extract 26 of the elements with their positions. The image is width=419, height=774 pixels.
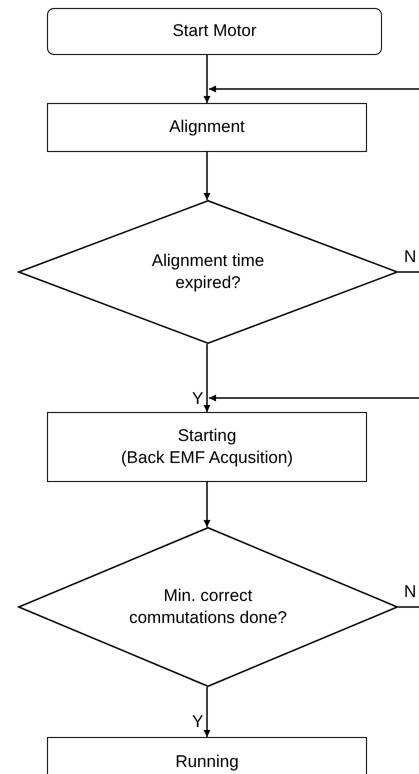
- edge-label: N: [404, 583, 416, 600]
- arrow: [204, 55, 210, 103]
- arrow: [209, 394, 419, 402]
- connector-line: [398, 271, 419, 273]
- node-text: Alignment: [169, 116, 245, 138]
- arrow: [204, 687, 210, 737]
- arrow: [204, 344, 210, 412]
- edge-label: N: [404, 248, 416, 265]
- connector-line: [398, 606, 419, 608]
- edge-label: Y: [192, 390, 204, 407]
- node-text: Start Motor: [172, 20, 257, 42]
- arrow: [204, 152, 210, 200]
- node-text: (Back EMF Acqusition): [121, 447, 293, 469]
- arrow: [204, 482, 210, 527]
- edge-label: Y: [192, 713, 204, 730]
- node-text: Min. correct commutations done?: [128, 584, 288, 629]
- node-text: Alignment time expired?: [150, 250, 266, 294]
- arrow: [209, 86, 419, 92]
- decision-diamond: [18, 527, 398, 687]
- node-text: Starting: [178, 424, 236, 447]
- process-box: [47, 103, 367, 152]
- start-box: [47, 8, 382, 55]
- process-box: [47, 737, 367, 774]
- process-box: [47, 412, 367, 482]
- node-text: Running: [175, 750, 239, 773]
- decision-diamond: [18, 200, 398, 344]
